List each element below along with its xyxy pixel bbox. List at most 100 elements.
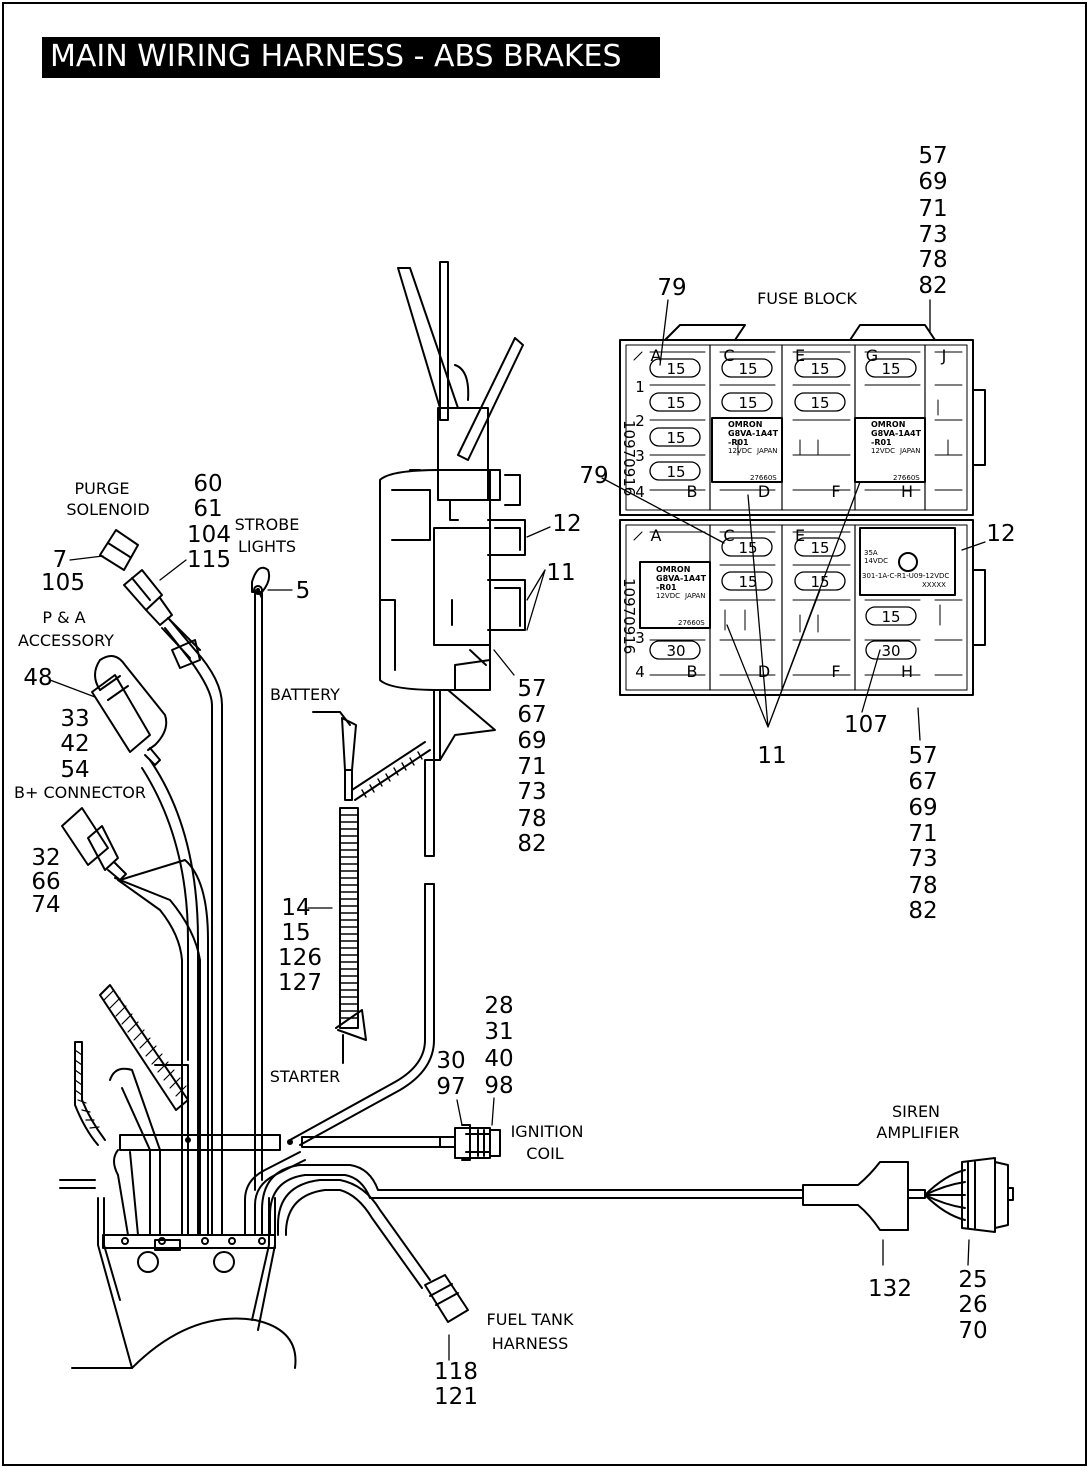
relay-code: 27660S (893, 474, 920, 482)
caption-starter: STARTER (270, 1067, 341, 1086)
callout-42: 42 (60, 731, 89, 757)
relay-code: 27660S (678, 619, 705, 627)
harness-trunk (59, 589, 926, 1289)
column-letter: B (687, 662, 698, 681)
callout-79-top: 79 (657, 275, 686, 301)
caption-purge-2: SOLENOID (66, 500, 149, 519)
callout-71-c: 71 (908, 821, 937, 847)
fuse-label: 15 (738, 394, 757, 412)
caption-ignition-1: IGNITION (511, 1122, 584, 1141)
relay-brand: OMRON (656, 565, 690, 574)
callout-71-a: 71 (517, 754, 546, 780)
column-letter: D (758, 662, 770, 681)
callout-132: 132 (868, 1276, 912, 1302)
callout-26: 26 (958, 1292, 987, 1318)
callout-69-a: 69 (517, 728, 546, 754)
callout-78-a: 78 (517, 806, 546, 832)
callout-28: 28 (484, 993, 513, 1019)
callout-7: 7 (53, 547, 68, 573)
fuse-label: 15 (738, 539, 757, 557)
captions: PURGE SOLENOID STROBE LIGHTS P & A ACCES… (14, 289, 960, 1353)
callout-126: 126 (278, 945, 322, 971)
callout-82-a: 82 (517, 831, 546, 857)
callout-48: 48 (23, 665, 52, 691)
callout-82-c: 82 (908, 898, 937, 924)
callout-12-bracket: 12 (552, 511, 581, 537)
column-letter: E (795, 346, 805, 365)
caption-battery: BATTERY (270, 685, 340, 704)
fuse-label: 15 (810, 573, 829, 591)
callout-69-b: 69 (918, 169, 947, 195)
callout-107: 107 (844, 712, 888, 738)
fuse-label: 15 (666, 394, 685, 412)
callout-98: 98 (484, 1073, 513, 1099)
row-number: 1 (635, 378, 645, 396)
callout-69-c: 69 (908, 795, 937, 821)
fuse-label: 30 (666, 642, 685, 660)
caption-pa-1: P & A (42, 608, 85, 627)
caption-strobe-1: STROBE (235, 515, 300, 534)
caption-fuse-block: FUSE BLOCK (757, 289, 857, 308)
callout-105: 105 (41, 570, 85, 596)
callout-30-ign: 30 (436, 1048, 465, 1074)
column-letter: C (723, 526, 734, 545)
callout-57-c: 57 (908, 743, 937, 769)
fuse-block-text: 15 15 15 15 15 15 15 15 15 15 15 15 15 1… (620, 346, 949, 681)
column-letter: C (723, 346, 734, 365)
column-letter: E (795, 526, 805, 545)
caption-purge-1: PURGE (75, 479, 130, 498)
relay-spec: 12VDC (871, 447, 895, 455)
callout-67-a: 67 (517, 702, 546, 728)
callout-40: 40 (484, 1046, 513, 1072)
fuse-label: 15 (666, 360, 685, 378)
relay-origin: JAPAN (756, 447, 778, 455)
relay-model: G8VA-1A4T (728, 429, 779, 438)
battery-cable (312, 711, 431, 1064)
callout-57-b: 57 (918, 143, 947, 169)
big-relay-voltage: 14VDC (864, 557, 888, 565)
callout-32: 32 (31, 845, 60, 871)
callout-127: 127 (278, 970, 322, 996)
fuse-ovals (649, 358, 917, 660)
mounting-bracket (379, 261, 526, 857)
relay-rev: -R01 (656, 583, 677, 592)
caption-pa-2: ACCESSORY (18, 631, 114, 650)
callout-79-mid: 79 (579, 463, 608, 489)
junction-dots (185, 588, 293, 1145)
strobe-light-clip (251, 566, 271, 599)
column-letter: D (758, 482, 770, 501)
relay-model: G8VA-1A4T (656, 574, 707, 583)
callout-73-b: 73 (918, 222, 947, 248)
relay-brand: OMRON (728, 420, 762, 429)
callout-104: 104 (187, 522, 231, 548)
column-letter: H (901, 482, 913, 501)
callout-73-a: 73 (517, 779, 546, 805)
callout-57-a: 57 (517, 676, 546, 702)
callout-67-c: 67 (908, 769, 937, 795)
caption-ignition-2: COIL (526, 1144, 563, 1163)
callout-5: 5 (296, 578, 311, 604)
relay-model: G8VA-1A4T (871, 429, 922, 438)
fuse-label: 30 (881, 642, 900, 660)
column-letter: H (901, 662, 913, 681)
b-plus-connector (61, 807, 127, 881)
callout-54: 54 (60, 757, 89, 783)
relay-rev: -R01 (728, 438, 749, 447)
page-title: MAIN WIRING HARNESS - ABS BRAKES (50, 39, 622, 74)
callout-25: 25 (958, 1267, 987, 1293)
column-letter: A (651, 526, 662, 545)
callout-118: 118 (434, 1359, 478, 1385)
fuse-label: 15 (810, 539, 829, 557)
row-number: 4 (635, 663, 645, 681)
fuse-block-slots (633, 351, 963, 676)
callout-12-fuse: 12 (986, 521, 1015, 547)
callout-11-fuse: 11 (757, 743, 786, 769)
callout-11-bracket: 11 (546, 560, 575, 586)
siren-amplifier-connector (924, 1157, 1014, 1233)
relay-spec: 12VDC (728, 447, 752, 455)
caption-fuel-1: FUEL TANK (487, 1310, 574, 1329)
fuse-label: 15 (810, 360, 829, 378)
callout-78-b: 78 (918, 247, 947, 273)
